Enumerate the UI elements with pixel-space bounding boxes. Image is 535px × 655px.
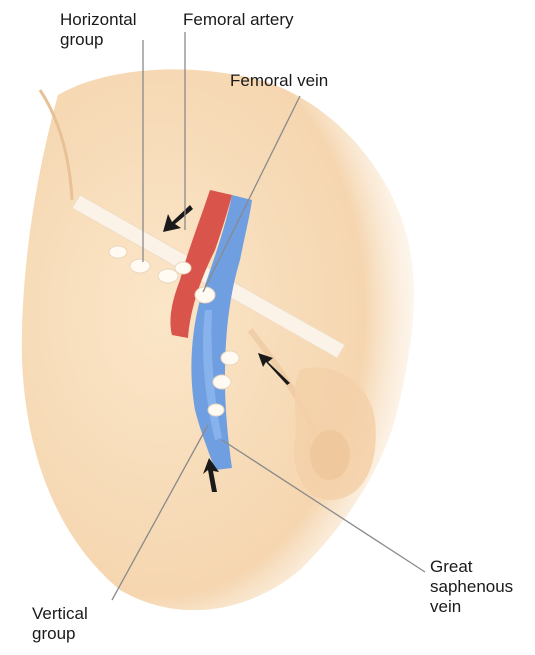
great-saphenous-vein-label: Great saphenous vein — [430, 557, 513, 617]
horizontal-group-label: Horizontal group — [60, 10, 137, 50]
femoral-artery-label: Femoral artery — [183, 10, 294, 30]
femoral-vein-label: Femoral vein — [230, 71, 328, 91]
penis-glans — [310, 430, 350, 480]
vertical-group-label: Vertical group — [32, 604, 88, 644]
